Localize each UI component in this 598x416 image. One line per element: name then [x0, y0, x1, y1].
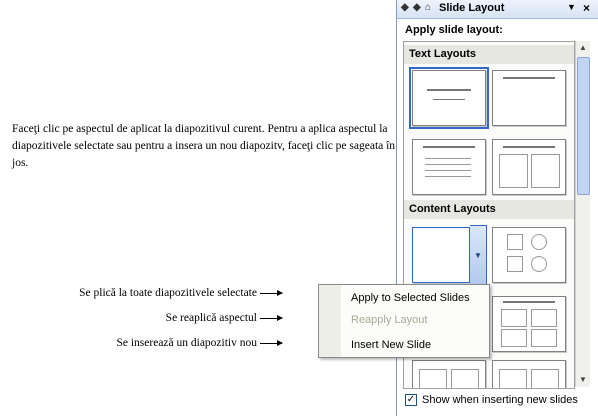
callout-apply-text: Se plică la toate diapozitivele selectat…	[79, 287, 257, 299]
gallery-scrollbar[interactable]: ▲ ▼	[575, 41, 590, 387]
layout-title-and-text[interactable]	[412, 139, 486, 195]
callout-reapply-text: Se reaplică aspectul	[165, 312, 257, 324]
menu-insert-new-slide[interactable]: Insert New Slide	[351, 339, 432, 351]
intro-text: Faceţi clic pe aspectul de aplicat la di…	[12, 123, 396, 169]
home-icon[interactable]: ⌂	[425, 2, 432, 13]
layout-context-menu: Apply to Selected Slides Reapply Layout …	[318, 284, 490, 358]
callout-reapply-arrow	[260, 314, 283, 321]
layout-title-and-4-content[interactable]	[492, 360, 566, 388]
menu-reapply-layout[interactable]: Reapply Layout	[351, 314, 428, 326]
menu-apply-to-selected-slides[interactable]: Apply to Selected Slides	[351, 292, 470, 304]
layout-blank[interactable]	[412, 227, 470, 283]
task-pane-title-bar: ◆ ◆ ⌂ Slide Layout ▼ ×	[397, 0, 598, 19]
layout-title-and-two-column-text[interactable]	[492, 139, 566, 195]
callout-insert-text: Se inserează un diapozitiv nou	[116, 337, 257, 349]
show-when-inserting-option[interactable]: ✓ Show when inserting new slides	[405, 394, 578, 406]
callout-insert: Se inserează un diapozitiv nou	[116, 337, 283, 349]
layout-content[interactable]	[492, 227, 566, 283]
apply-slide-layout-label: Apply slide layout:	[405, 24, 503, 36]
scroll-down-icon[interactable]: ▼	[579, 375, 587, 384]
show-when-inserting-label: Show when inserting new slides	[422, 394, 578, 406]
forward-icon[interactable]: ◆	[413, 2, 421, 13]
callout-apply: Se plică la toate diapozitivele selectat…	[79, 287, 283, 299]
layout-title-and-2-content[interactable]	[412, 360, 486, 388]
layout-dropdown-arrow-icon[interactable]: ▼	[470, 225, 487, 287]
text-layouts-header: Text Layouts	[404, 45, 574, 64]
scroll-up-icon[interactable]: ▲	[579, 43, 587, 52]
callout-apply-arrow	[260, 289, 283, 296]
callout-insert-arrow	[260, 339, 283, 346]
task-pane-dropdown-icon[interactable]: ▼	[567, 2, 576, 12]
task-pane-title: Slide Layout	[439, 2, 505, 14]
menu-gutter	[319, 285, 341, 357]
close-icon[interactable]: ×	[583, 1, 591, 15]
back-icon[interactable]: ◆	[401, 2, 409, 13]
layout-title-and-content[interactable]	[492, 296, 566, 352]
callout-reapply: Se reaplică aspectul	[165, 312, 283, 324]
show-when-inserting-checkbox[interactable]: ✓	[405, 394, 417, 406]
layout-title-only[interactable]	[492, 70, 566, 126]
content-layouts-header: Content Layouts	[404, 200, 574, 219]
layout-title-slide[interactable]	[409, 67, 489, 129]
scroll-thumb[interactable]	[577, 57, 590, 195]
